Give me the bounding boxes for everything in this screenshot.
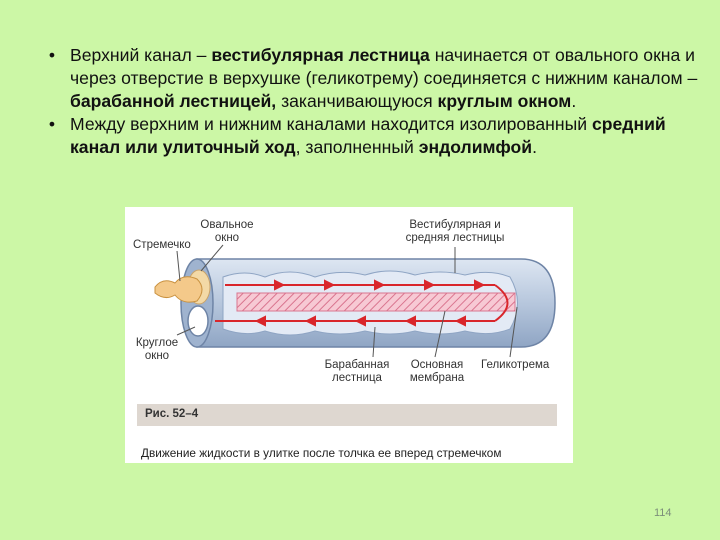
bullet-1-part-5: заканчивающуюся [276, 91, 437, 111]
bullet-1-part-2: вестибулярная лестница [211, 45, 429, 65]
bullet-1-part-1: Верхний канал – [70, 45, 211, 65]
bullet-2-part-3: , заполненный [296, 137, 419, 157]
bullet-item-2: •Между верхним и нижним каналами находит… [42, 113, 702, 159]
figure-caption: Движение жидкости в улитке после толчка … [141, 446, 501, 460]
bullet-list: •Верхний канал – вестибулярная лестница … [42, 44, 702, 159]
caption-tag-bar: Рис. 52–4 [137, 404, 557, 426]
stapes-shape [155, 277, 202, 302]
bullet-2-part-4: эндолимфой [419, 137, 532, 157]
bullet-2-part-1: Между верхним и нижним каналами находитс… [70, 114, 592, 134]
bullet-1-part-6: круглым окном [438, 91, 572, 111]
page-number: 114 [654, 507, 672, 519]
caption-tag: Рис. 52–4 [145, 408, 198, 420]
bullet-2-part-5: . [532, 137, 537, 157]
cochlea-figure: Стремечко Овальное окно Вестибулярная и … [125, 207, 573, 463]
label-round-window: Круглое окно [131, 337, 183, 363]
label-helicotrema: Геликотрема [481, 359, 549, 372]
label-basilar: Основная мембрана [401, 359, 473, 385]
bullet-item-1: •Верхний канал – вестибулярная лестница … [42, 44, 702, 113]
label-vestibular: Вестибулярная и средняя лестницы [395, 219, 515, 245]
bullet-1-part-4: барабанной лестницей, [70, 91, 276, 111]
label-tympanic: Барабанная лестница [321, 359, 393, 385]
bullet-text-2: Между верхним и нижним каналами находитс… [70, 114, 666, 157]
basilar-membrane [237, 293, 515, 311]
label-stapes: Стремечко [133, 239, 191, 252]
label-oval-window: Овальное окно [197, 219, 257, 245]
bullet-text-1: Верхний канал – вестибулярная лестница н… [70, 45, 697, 111]
bullet-1-part-7: . [571, 91, 576, 111]
round-window [188, 306, 208, 336]
